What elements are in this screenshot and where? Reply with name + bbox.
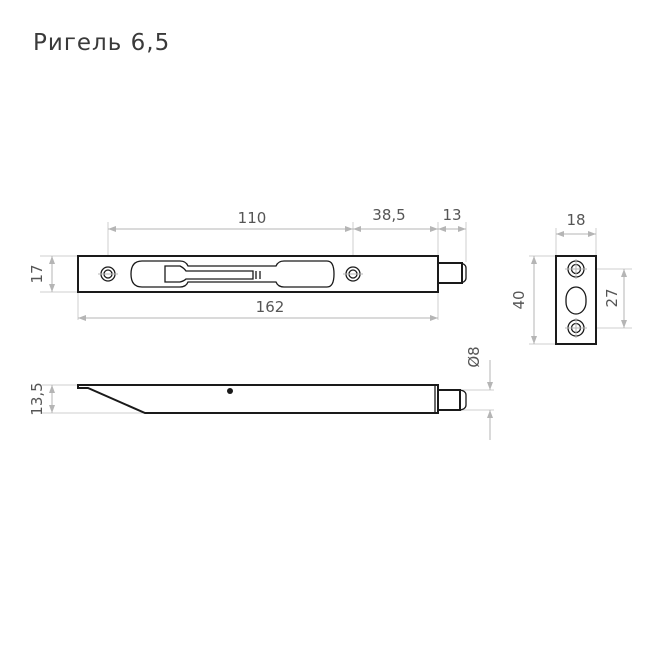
rivet-icon xyxy=(227,388,233,394)
dim-162: 162 xyxy=(256,298,285,316)
dim-diameter-8: Ø8 xyxy=(465,346,483,367)
bolt-side-pin xyxy=(437,389,461,411)
dim-17: 17 xyxy=(28,264,46,283)
bolt-body xyxy=(77,255,439,293)
dim-27: 27 xyxy=(603,288,621,307)
dim-38-5: 38,5 xyxy=(372,206,405,224)
bolt-receiver-slot xyxy=(565,286,587,315)
dim-18: 18 xyxy=(566,211,585,229)
strike-plate-view: 18 40 27 xyxy=(510,211,632,345)
bolt-pin xyxy=(437,262,463,284)
drawing-title: Ригель 6,5 xyxy=(33,30,171,56)
slider-handle xyxy=(164,265,254,283)
top-view: 110 38,5 13 162 17 xyxy=(28,206,467,321)
bolt-side-body xyxy=(77,384,439,414)
slider-slot xyxy=(130,260,335,288)
dim-110: 110 xyxy=(238,209,267,227)
dim-13: 13 xyxy=(442,206,461,224)
dim-13-5: 13,5 xyxy=(28,382,46,415)
side-view: 13,5 Ø8 xyxy=(28,346,494,440)
dim-40: 40 xyxy=(510,290,528,309)
